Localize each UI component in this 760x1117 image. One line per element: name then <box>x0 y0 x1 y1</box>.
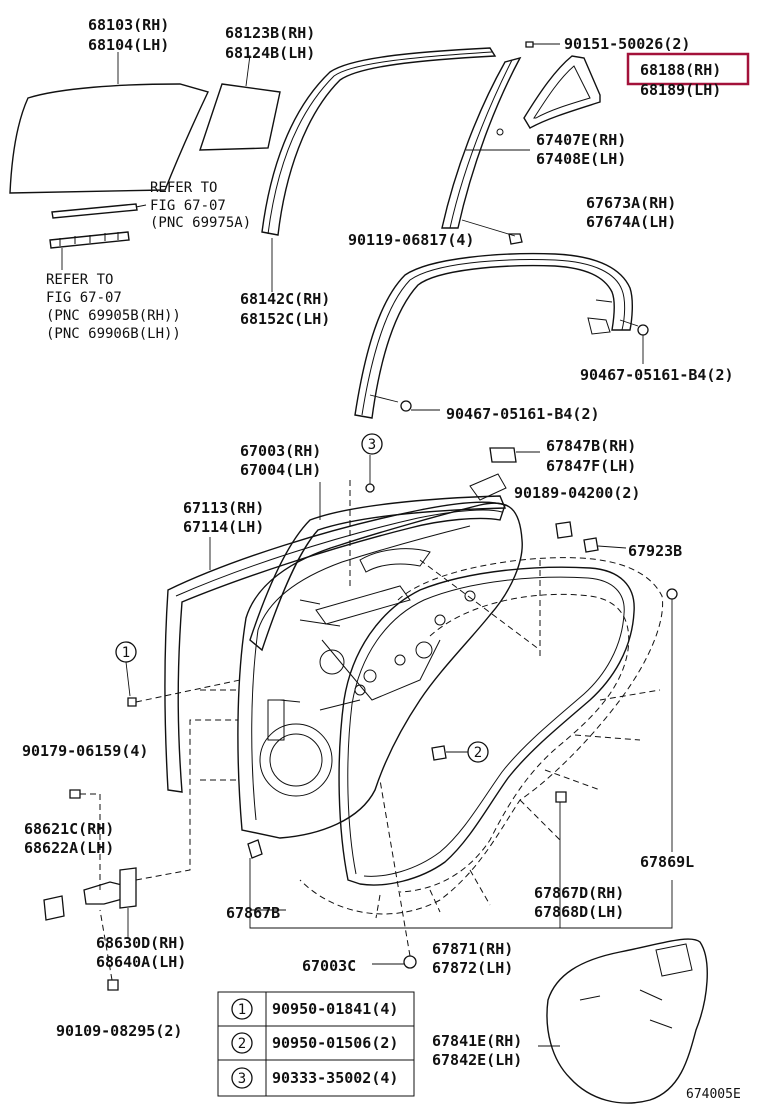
label-67867d[interactable]: 67867D(RH) <box>534 884 624 902</box>
leader-lines-bottom <box>249 802 673 929</box>
refer-label-2d: (PNC 69906B(LH)) <box>46 326 181 342</box>
label-67673a[interactable]: 67673A(RH) <box>586 194 676 212</box>
label-67871[interactable]: 67871(RH) <box>432 940 513 958</box>
label-67842e[interactable]: 67842E(LH) <box>432 1051 522 1069</box>
door-frame-upper[interactable] <box>249 482 507 652</box>
callout-2-text: 2 <box>474 745 482 761</box>
callout-3-text: 3 <box>368 437 376 453</box>
label-67923b[interactable]: 67923B <box>628 542 682 560</box>
door-outer-panel-part[interactable] <box>164 501 506 793</box>
label-67407e[interactable]: 67407E(RH) <box>536 131 626 149</box>
label-67113[interactable]: 67113(RH) <box>183 499 264 517</box>
refer-label-1c: (PNC 69975A) <box>150 215 251 231</box>
legend-part-1: 90950-01841(4) <box>272 1000 398 1018</box>
legend-num-1: 1 <box>238 1002 246 1018</box>
label-68622a[interactable]: 68622A(LH) <box>24 839 114 857</box>
legend-row-3[interactable]: 3 90333-35002(4) <box>231 1067 398 1089</box>
label-90151[interactable]: 90151-50026(2) <box>564 35 690 53</box>
channel-strip-upper[interactable] <box>51 203 147 219</box>
service-hole-cover-part[interactable] <box>538 938 708 1104</box>
callout-1: 1 <box>115 641 137 697</box>
label-67674a[interactable]: 67674A(LH) <box>586 213 676 231</box>
label-67868d[interactable]: 67868D(LH) <box>534 903 624 921</box>
label-67004[interactable]: 67004(LH) <box>240 461 321 479</box>
label-67869l[interactable]: 67869L <box>640 853 694 871</box>
fasteners[interactable] <box>69 447 678 991</box>
refer-label-1a: REFER TO <box>150 180 217 196</box>
label-67841e[interactable]: 67841E(RH) <box>432 1032 522 1050</box>
quarter-window-weatherstrip-part[interactable] <box>523 55 601 129</box>
channel-strip-lower[interactable] <box>49 231 130 270</box>
diagram-id: 674005E <box>686 1087 741 1102</box>
legend-part-2: 90950-01506(2) <box>272 1034 398 1052</box>
label-67003[interactable]: 67003(RH) <box>240 442 321 460</box>
part-labels: 68103(RH) 68104(LH) 68123B(RH) 68124B(LH… <box>22 16 734 1069</box>
label-90179[interactable]: 90179-06159(4) <box>22 742 148 760</box>
label-68621c[interactable]: 68621C(RH) <box>24 820 114 838</box>
label-67003c[interactable]: 67003C <box>302 957 356 975</box>
label-90467-a[interactable]: 90467-05161-B4(2) <box>580 366 734 384</box>
label-68142c[interactable]: 68142C(RH) <box>240 290 330 308</box>
body-opening-outline <box>299 557 664 919</box>
legend-row-2[interactable]: 2 90950-01506(2) <box>231 1032 398 1054</box>
highlight-box-68188 <box>626 52 750 86</box>
door-glass-run-part[interactable] <box>354 252 649 419</box>
label-68124b[interactable]: 68124B(LH) <box>225 44 315 62</box>
label-68104[interactable]: 68104(LH) <box>88 36 169 54</box>
label-67847f[interactable]: 67847F(LH) <box>546 457 636 475</box>
label-68640a[interactable]: 68640A(LH) <box>96 953 186 971</box>
label-68188[interactable]: 68188(RH) <box>640 61 721 79</box>
label-67408e[interactable]: 67408E(LH) <box>536 150 626 168</box>
refer-label-2b: FIG 67-07 <box>46 290 122 306</box>
window-regulator-area <box>315 480 541 701</box>
label-68630d[interactable]: 68630D(RH) <box>96 934 186 952</box>
division-bar-part[interactable] <box>441 56 530 229</box>
callout-2: 2 <box>467 741 489 763</box>
legend-row-1[interactable]: 1 90950-01841(4) <box>231 998 398 1020</box>
door-glass-part[interactable] <box>9 52 209 194</box>
refer-label-2c: (PNC 69905B(RH)) <box>46 308 181 324</box>
label-90109[interactable]: 90109-08295(2) <box>56 1022 182 1040</box>
refer-label-2a: REFER TO <box>46 272 113 288</box>
label-90467-b[interactable]: 90467-05161-B4(2) <box>446 405 600 423</box>
legend-table: 1 90950-01841(4) 2 90950-01506(2) 3 9033… <box>217 991 415 1097</box>
screw-90151-part[interactable] <box>525 41 560 48</box>
label-67872[interactable]: 67872(LH) <box>432 959 513 977</box>
legend-num-3: 3 <box>238 1071 246 1087</box>
label-68152c[interactable]: 68152C(LH) <box>240 310 330 328</box>
legend-part-3: 90333-35002(4) <box>272 1069 398 1087</box>
label-68123b[interactable]: 68123B(RH) <box>225 24 315 42</box>
label-90189[interactable]: 90189-04200(2) <box>514 484 640 502</box>
label-68103[interactable]: 68103(RH) <box>88 16 169 34</box>
door-frame-sash-part[interactable] <box>261 47 497 292</box>
callout-1-text: 1 <box>122 645 130 661</box>
quarter-glass-part[interactable] <box>199 54 281 151</box>
label-67867b[interactable]: 67867B <box>226 904 280 922</box>
door-weatherstrip-part[interactable] <box>338 566 635 886</box>
callout-3: 3 <box>361 433 383 455</box>
label-90119[interactable]: 90119-06817(4) <box>348 231 474 249</box>
label-68189[interactable]: 68189(LH) <box>640 81 721 99</box>
legend-num-2: 2 <box>238 1036 246 1052</box>
refer-label-1b: FIG 67-07 <box>150 198 226 214</box>
label-67114[interactable]: 67114(LH) <box>183 518 264 536</box>
door-hinge-part[interactable] <box>43 689 238 938</box>
door-inner-panel-part[interactable] <box>237 473 523 839</box>
screw-90119-part[interactable] <box>461 219 523 245</box>
label-67847b[interactable]: 67847B(RH) <box>546 437 636 455</box>
